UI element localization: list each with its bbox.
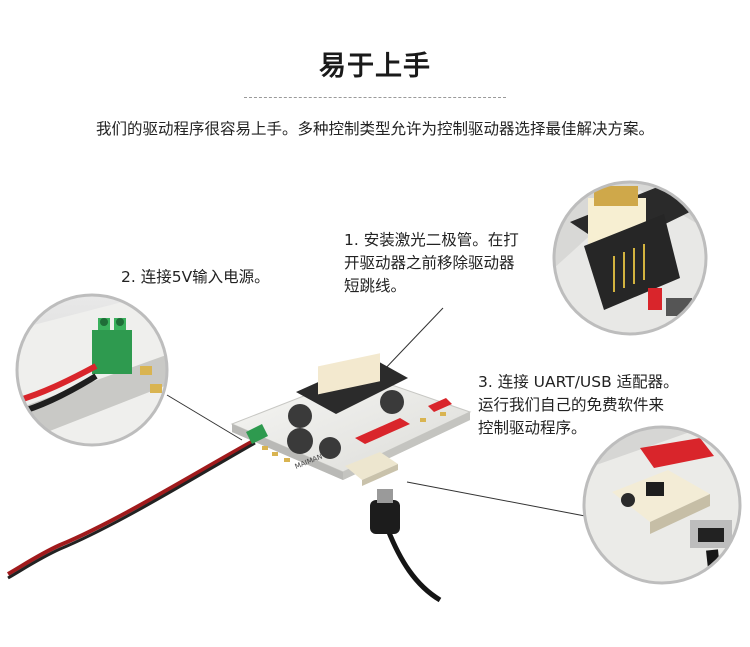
pointer-lines bbox=[166, 307, 586, 517]
step-3-line-1: 3. 连接 UART/USB 适配器。 bbox=[478, 373, 679, 391]
step-1-line-1: 1. 安装激光二极管。在打 bbox=[344, 231, 519, 249]
step-1-line-2: 开驱动器之前移除驱动器 bbox=[344, 254, 515, 272]
zoom-diode-mount: SHORT bbox=[554, 182, 706, 334]
zoom-power-terminal bbox=[17, 295, 167, 445]
step-2-callout: 2. 连接5V输入电源。 bbox=[121, 266, 270, 289]
step-3-line-3: 控制驱动程序。 bbox=[478, 419, 587, 437]
intro-text: 我们的驱动程序很容易上手。多种控制类型允许为控制驱动器选择最佳解决方案。 bbox=[95, 120, 654, 138]
page-title: 易于上手 bbox=[319, 51, 431, 82]
driver-board bbox=[230, 353, 472, 486]
step-1-callout: 1. 安装激光二极管。在打 开驱动器之前移除驱动器 短跳线。 bbox=[344, 229, 519, 298]
step-2-line-1: 2. 连接5V输入电源。 bbox=[121, 268, 270, 286]
zoom-ring-left bbox=[15, 293, 169, 447]
zoom-usb-adapter bbox=[584, 427, 740, 583]
zoom-ring-top-right bbox=[552, 180, 708, 336]
power-cable bbox=[7, 438, 256, 580]
title-divider bbox=[244, 97, 506, 98]
usb-cable bbox=[370, 489, 442, 603]
zoom-ring-bottom-right bbox=[582, 425, 742, 585]
step-3-callout: 3. 连接 UART/USB 适配器。 运行我们自己的免费软件来 控制驱动程序。 bbox=[478, 371, 679, 440]
step-1-line-3: 短跳线。 bbox=[344, 277, 407, 295]
step-3-line-2: 运行我们自己的免费软件来 bbox=[478, 396, 665, 414]
